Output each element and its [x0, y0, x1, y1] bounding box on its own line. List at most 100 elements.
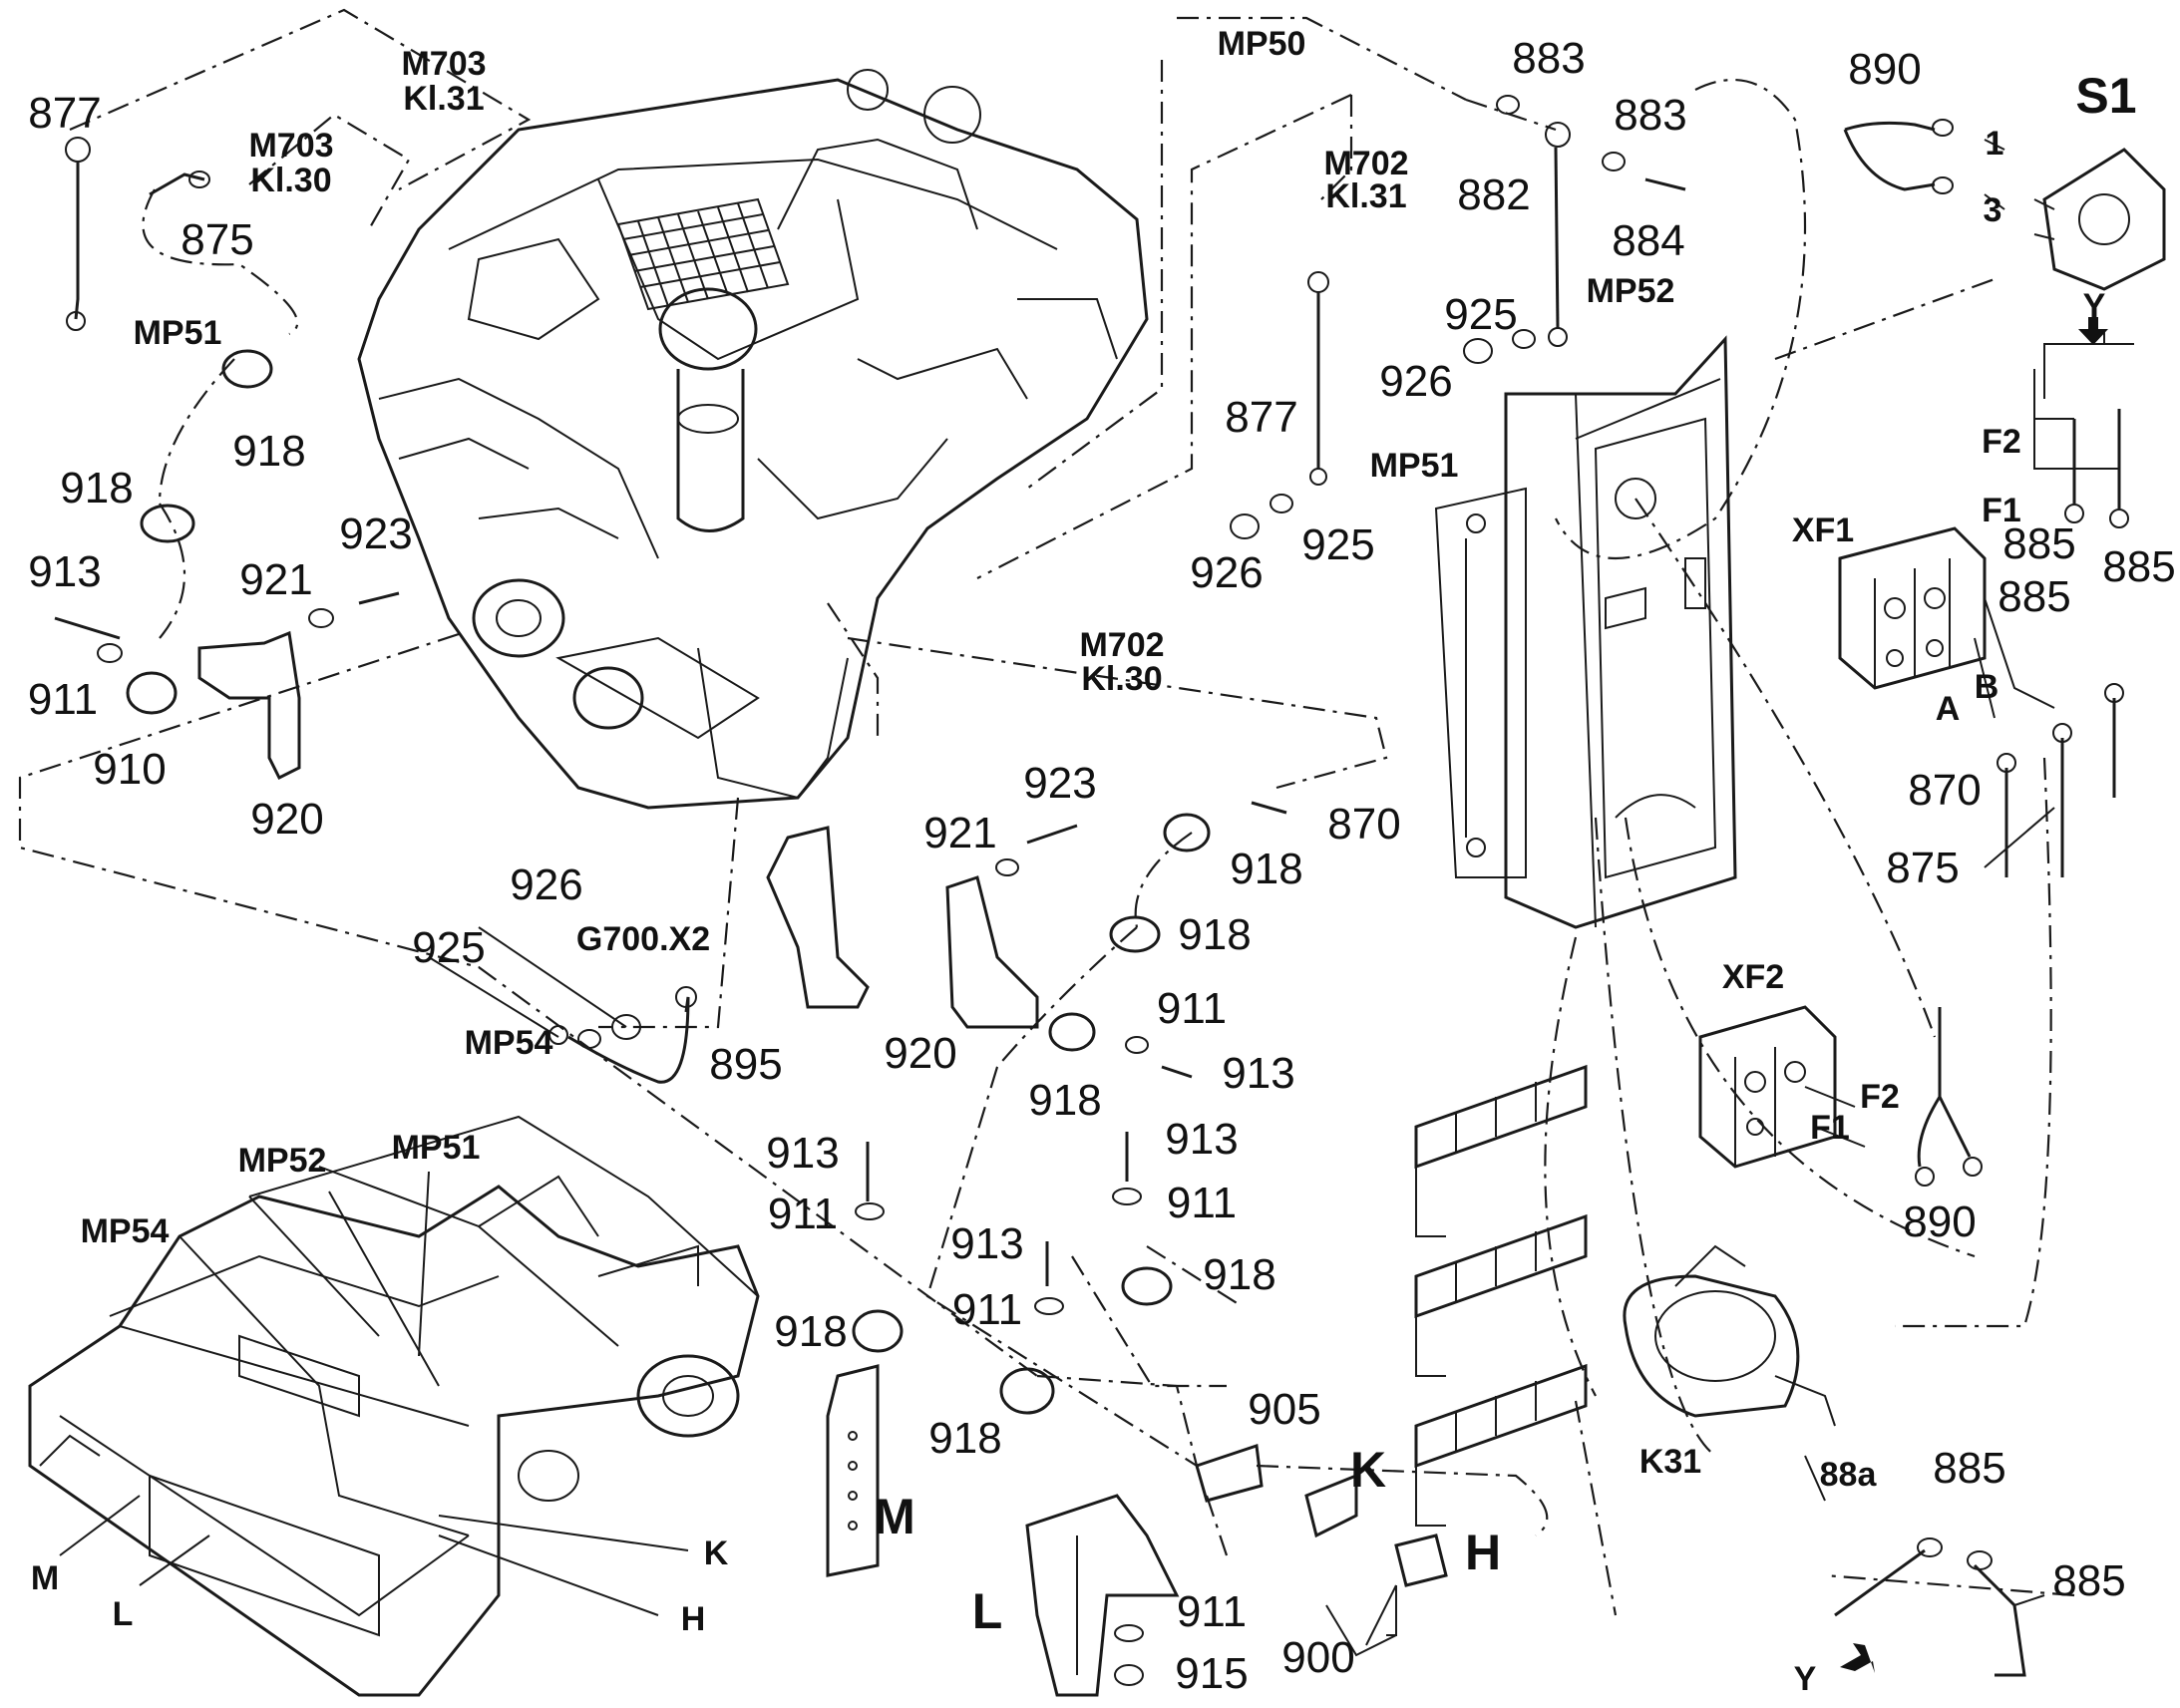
label-mp50: MP50	[1218, 25, 1306, 63]
part-921-a: 921	[239, 555, 312, 604]
part-883-a: 883	[1512, 34, 1585, 83]
label-xf1: XF1	[1792, 512, 1854, 549]
bracket-m	[826, 1364, 880, 1577]
label-mp51-a: MP51	[134, 314, 222, 352]
cable-890-top	[1843, 119, 1954, 194]
part-913-a: 913	[28, 547, 101, 596]
part-926-a: 926	[510, 860, 582, 909]
clamps-918	[126, 349, 1448, 1587]
label-m703-kl31-line2: Kl.31	[403, 80, 484, 118]
label-terminal-1: 1	[1986, 125, 2004, 163]
label-g700-x2: G700.X2	[576, 920, 710, 958]
part-885-a: 885	[2002, 519, 2075, 568]
label-f2-b: F2	[1860, 1078, 1900, 1116]
label-m702-kl30-line2: Kl.30	[1081, 660, 1162, 698]
bracket-upper-mid	[766, 826, 870, 1009]
part-875-a: 875	[181, 215, 253, 264]
cable-882	[1545, 122, 1571, 347]
part-875-b: 875	[1886, 844, 1959, 892]
part-923-b: 923	[1023, 759, 1096, 808]
label-mp54-a: MP54	[465, 1024, 553, 1062]
part-883-b: 883	[1614, 91, 1686, 140]
label-letter-l1: L	[972, 1583, 1003, 1639]
part-890-a: 890	[1848, 45, 1921, 94]
part-870-a: 870	[1327, 800, 1400, 849]
cables-f1-f2	[1997, 409, 2129, 877]
bracket-920-a	[197, 630, 301, 781]
part-913-c: 913	[766, 1129, 839, 1178]
label-m702-kl31-line1: M702	[1323, 145, 1408, 182]
leader-lines	[59, 139, 2134, 1657]
arrow-down-icon	[2078, 317, 2108, 345]
part-88a: 88a	[1820, 1456, 1878, 1494]
part-905: 905	[1248, 1385, 1320, 1434]
part-882: 882	[1457, 171, 1530, 219]
label-xf2: XF2	[1722, 958, 1784, 996]
part-921-b: 921	[923, 809, 996, 857]
arrow-down-left-icon	[1840, 1643, 1875, 1673]
label-m703-kl30-line2: Kl.30	[250, 162, 331, 199]
label-letter-h1: H	[1465, 1525, 1501, 1580]
fuse-holder-xf1	[1838, 526, 1987, 690]
part-911-f: 911	[1177, 1587, 1247, 1636]
part-900: 900	[1281, 1633, 1354, 1682]
part-926-c: 926	[1379, 357, 1452, 406]
part-877-b: 877	[1225, 393, 1297, 442]
engine-grille	[616, 197, 790, 311]
label-m703-kl30-line1: M703	[248, 127, 333, 165]
part-918-d: 918	[1178, 910, 1251, 959]
label-f2-a: F2	[1982, 423, 2021, 461]
part-911-a: 911	[28, 675, 98, 724]
part-890-b: 890	[1903, 1197, 1976, 1246]
part-925-c: 925	[1444, 290, 1517, 339]
label-k31: K31	[1639, 1443, 1701, 1481]
part-918-a: 918	[232, 427, 305, 476]
part-870-b: 870	[1908, 766, 1981, 815]
part-920-a: 920	[250, 795, 323, 844]
label-letter-k1: K	[1350, 1442, 1386, 1498]
part-911-c: 911	[768, 1190, 838, 1238]
terminal-strips	[1414, 1064, 1588, 1527]
label-m702-kl31-line2: Kl.31	[1325, 177, 1406, 215]
chassis-frame	[28, 1115, 760, 1697]
part-923-a: 923	[339, 510, 412, 558]
part-918-f: 918	[774, 1307, 847, 1356]
cable-895	[548, 986, 697, 1084]
label-letter-l2: L	[113, 1595, 134, 1633]
label-mp52-a: MP52	[1587, 272, 1675, 310]
relay-k31	[1623, 1244, 1836, 1427]
part-918-g: 918	[928, 1414, 1001, 1463]
part-885-c: 885	[1998, 572, 2070, 621]
label-terminal-a: A	[1936, 690, 1961, 728]
label-y-bottom: Y	[1794, 1660, 1817, 1698]
cable-877-a	[65, 137, 91, 331]
label-m702-kl30-line1: M702	[1079, 626, 1164, 664]
label-f1-a: F1	[1982, 492, 2021, 529]
cable-877-b	[1307, 271, 1329, 486]
label-terminal-3: 3	[1984, 191, 2002, 229]
part-885-e: 885	[2052, 1556, 2125, 1605]
part-911-d: 911	[952, 1285, 1022, 1334]
part-913-e: 913	[1165, 1115, 1238, 1164]
part-885-d: 885	[1933, 1444, 2005, 1493]
label-f1-b: F1	[1810, 1109, 1850, 1147]
part-911-e: 911	[1167, 1179, 1237, 1227]
cable-88a-885	[1834, 1537, 2026, 1677]
part-913-d: 913	[950, 1219, 1023, 1268]
part-918-e: 918	[1028, 1076, 1101, 1125]
part-925-b: 925	[1301, 520, 1374, 569]
part-920-b: 920	[884, 1029, 956, 1078]
label-letter-h2: H	[681, 1600, 706, 1638]
label-mp54-b: MP54	[81, 1212, 170, 1250]
switch-s1	[2033, 148, 2166, 291]
label-letter-m2: M	[31, 1559, 59, 1597]
part-885-b: 885	[2102, 542, 2175, 591]
label-terminal-b: B	[1975, 668, 1999, 706]
view-arrows	[1840, 317, 2108, 1673]
screws-washers	[54, 95, 1686, 1686]
part-913-b: 913	[1222, 1049, 1294, 1098]
bracket-l	[1025, 1494, 1180, 1697]
cable-890-bottom	[1915, 1007, 1983, 1187]
